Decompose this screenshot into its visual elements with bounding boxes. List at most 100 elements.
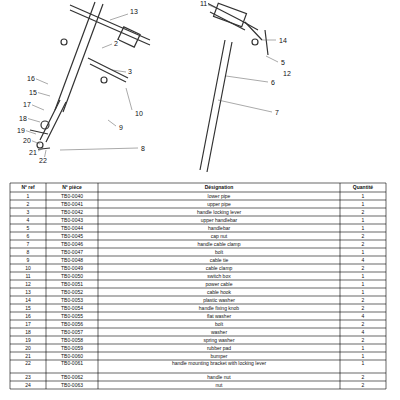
table-rule	[10, 288, 386, 289]
table-grid	[10, 183, 386, 389]
table-cell: 10	[11, 264, 45, 272]
callout-number: 9	[118, 124, 124, 131]
table-cell: 19	[11, 336, 45, 344]
table-cell: switch box	[99, 272, 339, 280]
table-cell: lower pipe	[99, 192, 339, 200]
table-cell: 2	[341, 381, 385, 389]
table-cell: bolt	[99, 320, 339, 328]
table-cell: plastic washer	[99, 296, 339, 304]
table-rule	[10, 256, 386, 257]
table-rule	[10, 264, 386, 265]
table-cell: TB0-0051	[47, 280, 97, 288]
table-rule	[10, 208, 386, 209]
table-cell: 1	[341, 248, 385, 256]
table-cell: 2	[341, 240, 385, 248]
table-cell: TB0-0052	[47, 288, 97, 296]
callout-number: 17	[22, 101, 32, 108]
table-cell: 9	[11, 256, 45, 264]
table-cell: 14	[11, 296, 45, 304]
callout-number: 13	[129, 8, 139, 15]
table-cell: rubber pad	[99, 344, 339, 352]
leader-lines	[24, 4, 278, 160]
table-cell: 11	[11, 272, 45, 280]
table-cell: handle cable clamp	[99, 240, 339, 248]
table-cell: TB0-0060	[47, 352, 97, 360]
table-cell: TB0-0055	[47, 312, 97, 320]
table-rule	[10, 248, 386, 249]
table-cell: 15	[11, 304, 45, 312]
table-rule	[10, 373, 386, 374]
callout-number: 15	[28, 89, 38, 96]
table-cell: TB0-0050	[47, 272, 97, 280]
table-cell: TB0-0047	[47, 248, 97, 256]
table-rule	[10, 183, 386, 184]
table-rule	[10, 328, 386, 329]
table-rule	[10, 344, 386, 345]
table-cell: 4	[341, 328, 385, 336]
table-cell: handle mounting bracket with locking lev…	[99, 360, 339, 373]
table-cell: 2	[341, 304, 385, 312]
callout-number: 11	[199, 0, 208, 7]
table-cell: TB0-0046	[47, 240, 97, 248]
table-cell: 2	[341, 336, 385, 344]
table-cell: cable hook	[99, 288, 339, 296]
table-cell: 1	[341, 192, 385, 200]
table-rule	[10, 240, 386, 241]
table-cell: 2	[341, 264, 385, 272]
table-cell: handle fixing knob	[99, 304, 339, 312]
table-rule	[10, 272, 386, 273]
table-rule	[10, 336, 386, 337]
table-cell: 18	[11, 328, 45, 336]
table-cell: upper handlebar	[99, 216, 339, 224]
callout-number: 22	[38, 157, 48, 164]
table-cell: 1	[341, 224, 385, 232]
table-cell: TB0-0041	[47, 200, 97, 208]
table-cell: power cable	[99, 280, 339, 288]
table-cell: 2	[341, 232, 385, 240]
table-rule	[98, 183, 99, 389]
table-cell: 2	[341, 208, 385, 216]
table-rule	[10, 389, 386, 390]
table-cell: cable tie	[99, 256, 339, 264]
table-cell: 1	[341, 288, 385, 296]
table-cell: handle locking lever	[99, 208, 339, 216]
table-cell: TB0-0044	[47, 224, 97, 232]
table-cell: 2	[341, 320, 385, 328]
table-cell: 2	[11, 200, 45, 208]
table-cell: bumper	[99, 352, 339, 360]
table-cell: spring washer	[99, 336, 339, 344]
callout-number: 19	[16, 127, 26, 134]
table-rule	[10, 320, 386, 321]
table-cell: 1	[341, 272, 385, 280]
table-rule	[10, 200, 386, 201]
table-rule	[10, 296, 386, 297]
table-cell: 1	[341, 200, 385, 208]
table-cell: 23	[11, 373, 45, 381]
table-rule	[10, 352, 386, 353]
callout-number: 5	[280, 59, 286, 66]
callout-number: 2	[113, 40, 119, 47]
table-cell: 12	[11, 280, 45, 288]
table-cell: bolt	[99, 248, 339, 256]
table-cell: 2	[341, 373, 385, 381]
table-cell: 1	[341, 216, 385, 224]
table-cell: 4	[11, 216, 45, 224]
table-cell: TB0-0059	[47, 344, 97, 352]
table-cell: 4	[341, 312, 385, 320]
table-cell: TB0-0042	[47, 208, 97, 216]
table-cell: 1	[11, 192, 45, 200]
table-cell: TB0-0043	[47, 216, 97, 224]
table-cell: flat washer	[99, 312, 339, 320]
table-cell: 8	[11, 248, 45, 256]
table-cell: 1	[341, 280, 385, 288]
table-header: Nº ref	[11, 183, 45, 192]
table-cell: 6	[11, 232, 45, 240]
callout-number: 20	[22, 137, 32, 144]
table-cell: TB0-0057	[47, 328, 97, 336]
table-cell: 4	[341, 256, 385, 264]
table-cell: 7	[11, 240, 45, 248]
table-cell: TB0-0045	[47, 232, 97, 240]
table-rule	[10, 224, 386, 225]
table-cell: handlebar	[99, 224, 339, 232]
callout-number: 12	[282, 70, 292, 77]
